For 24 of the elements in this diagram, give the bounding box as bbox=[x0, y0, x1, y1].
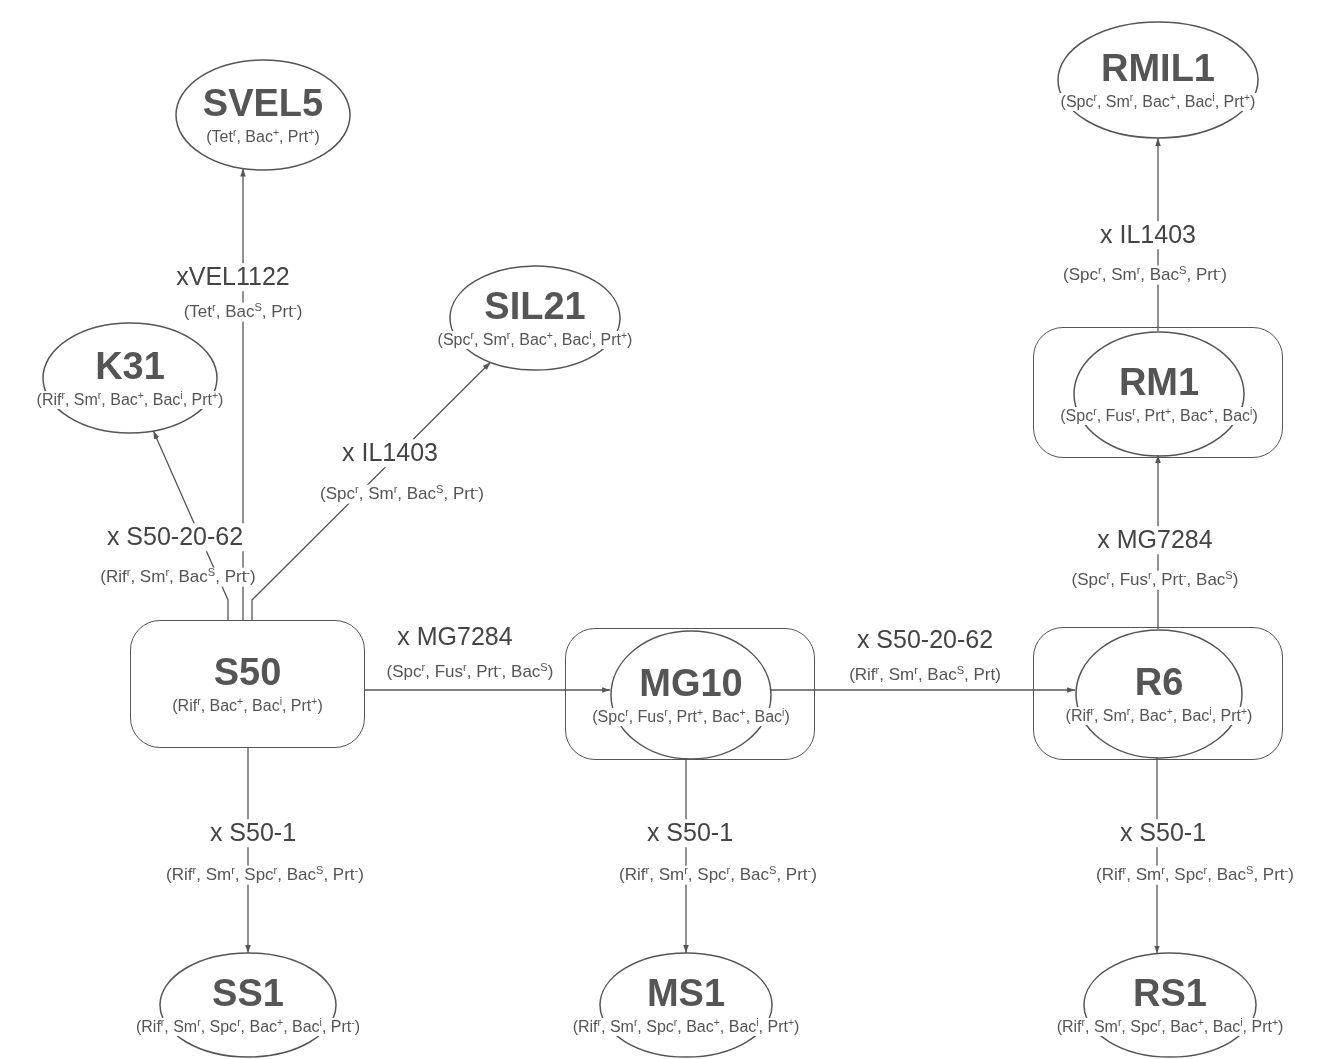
strain-name: MG10 bbox=[638, 664, 744, 703]
strain-name: RMIL1 bbox=[1100, 49, 1216, 88]
genotype-text: (Spc$^{r}$, Sm$^{r}$, Bac$^{+}$, Bac$^{i}$, Prt$^{+}$) bbox=[1058, 93, 1258, 111]
strain-name: R6 bbox=[1133, 663, 1185, 702]
strain-box bbox=[130, 620, 365, 748]
genotype-text: (Spc$^{r}$, Sm$^{r}$, Bac$^{+}$, Bac$^{i}$, Prt$^{+}$) bbox=[435, 331, 635, 349]
genotype-text: (Rif$^{r}$, Sm$^{r}$, Bac$^{+}$, Bac$^{i}$, Prt$^{+}$) bbox=[34, 391, 226, 409]
strain-name: S50 bbox=[212, 653, 283, 692]
strain-name: SS1 bbox=[211, 974, 285, 1013]
strain-name: RS1 bbox=[1132, 974, 1208, 1013]
strain-name: RM1 bbox=[1117, 363, 1201, 402]
genotype-text: (Spc$^{r}$, Fus$^{r}$, Prt$^{+}$, Bac$^{+}$, Bac$^{i}$) bbox=[590, 708, 792, 726]
arrow bbox=[364, 687, 611, 693]
genotype-text: (Rif$^{r}$, Bac$^{+}$, Bac$^{i}$, Prt$^{+}$) bbox=[170, 697, 325, 715]
genotype-text: (Tet$^{r}$, Bac$^{+}$, Prt$^{+}$) bbox=[204, 128, 322, 146]
strain-name: SVEL5 bbox=[201, 84, 325, 123]
arrow bbox=[769, 687, 1076, 693]
strain-name: K31 bbox=[94, 347, 166, 386]
strain-name: MS1 bbox=[645, 974, 727, 1013]
strain-name: SIL21 bbox=[483, 287, 587, 326]
genotype-text: (Spc$^{r}$, Fus$^{r}$, Prt$^{+}$, Bac$^{+}$, Bac$^{i}$) bbox=[1058, 407, 1260, 425]
genotype-text: (Rif$^{r}$, Sm$^{r}$, Spc$^{r}$, Bac$^{+}$, Bac$^{i}$, Prt$^{+}$) bbox=[570, 1018, 802, 1036]
genotype-text: (Rif$^{r}$, Sm$^{r}$, Spc$^{r}$, Bac$^{+}$, Bac$^{i}$, Prt$^{+}$) bbox=[1054, 1018, 1286, 1036]
genotype-text: (Rif$^{r}$, Sm$^{r}$, Bac$^{+}$, Bac$^{i}$, Prt$^{+}$) bbox=[1063, 707, 1255, 725]
